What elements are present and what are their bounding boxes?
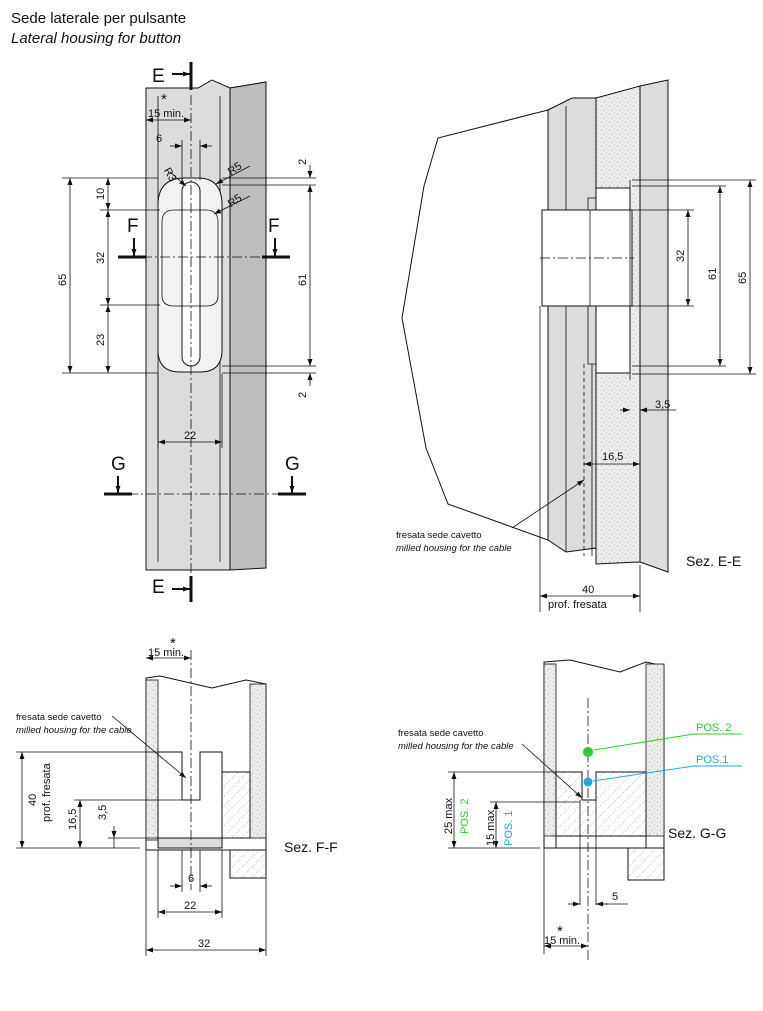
pos1-label: POS.1 (696, 754, 728, 766)
section-e-bottom-label: E (152, 577, 165, 598)
note-it-ee: fresata sede cavetto (396, 530, 482, 541)
pos2-vertical-label: POS. 2 (459, 799, 471, 834)
dim-2-bottom: 2 (297, 392, 309, 398)
star-marker: * (161, 91, 167, 108)
dim-15min-front: 15 min. (148, 108, 184, 120)
dim-22-front: 22 (184, 430, 196, 442)
dim-65-front: 65 (57, 274, 69, 286)
title-english: Lateral housing for button (11, 30, 182, 47)
section-g-right-label: G (285, 454, 300, 475)
section-f-right-label: F (268, 216, 280, 237)
dim-61-front: 61 (297, 274, 309, 286)
dim-61-ee: 61 (707, 268, 719, 280)
dim-2-top: 2 (297, 159, 309, 165)
star-marker-gg: * (557, 923, 563, 940)
dim-16-5-ff: 16,5 (67, 809, 79, 830)
dim-6-front: 6 (156, 133, 162, 145)
note-it-ff: fresata sede cavetto (16, 712, 102, 723)
dim-40-ee: 40 (582, 584, 594, 596)
pos2-label: POS. 2 (696, 722, 731, 734)
dim-25max: 25 max (443, 797, 455, 834)
note-en-ee: milled housing for the cable (396, 543, 512, 554)
dim-15max: 15 max (485, 809, 497, 846)
dim-32-front: 32 (95, 252, 107, 264)
front-view: E E F F G G * 15 min. 6 R3 R5 R (57, 62, 316, 602)
label-sez-ee: Sez. E-E (686, 553, 741, 569)
drawing-title: Sede laterale per pulsante Lateral housi… (11, 9, 186, 49)
dim-23: 23 (95, 334, 107, 346)
section-ee: 32 61 65 3,5 16,5 40 prof. fresata fresa… (396, 79, 756, 612)
prof-fresata-ff: prof. fresata (41, 762, 53, 822)
pos1-marker (583, 777, 593, 787)
section-ff: * 15 min. fresata sede cavetto milled ho… (16, 635, 338, 956)
note-it-gg: fresata sede cavetto (398, 728, 484, 739)
prof-fresata-ee: prof. fresata (548, 599, 608, 611)
section-g-left-label: G (111, 454, 126, 475)
label-sez-ff: Sez. F-F (284, 839, 338, 855)
dim-3-5-ee: 3,5 (655, 399, 670, 411)
dim-16-5-ee: 16,5 (602, 451, 623, 463)
dim-15min-ff: 15 min. (148, 647, 184, 659)
note-en-gg: milled housing for the cable (398, 741, 514, 752)
pos2-marker (583, 747, 593, 757)
dim-6-ff: 6 (188, 873, 194, 885)
dim-65-ee: 65 (737, 272, 749, 284)
label-sez-gg: Sez. G-G (668, 825, 726, 841)
dim-15min-gg: 15 min. (544, 935, 580, 947)
section-e-top-label: E (152, 66, 165, 87)
dim-5-gg: 5 (612, 891, 618, 903)
pos1-vertical-label: POS. 1 (503, 811, 515, 846)
section-f-left-label: F (127, 216, 139, 237)
note-en-ff: milled housing for the cable (16, 725, 132, 736)
dim-32-ff: 32 (198, 938, 210, 950)
dim-40-ff: 40 (27, 794, 39, 806)
section-gg: POS. 2 POS.1 fresata sede cavetto milled… (398, 659, 742, 960)
dim-22-ff: 22 (184, 900, 196, 912)
dim-10: 10 (95, 188, 107, 200)
star-marker-ff: * (170, 635, 176, 652)
title-italian: Sede laterale per pulsante (11, 10, 187, 27)
dim-3-5-ff: 3,5 (97, 805, 109, 820)
dim-32-ee: 32 (675, 250, 687, 262)
